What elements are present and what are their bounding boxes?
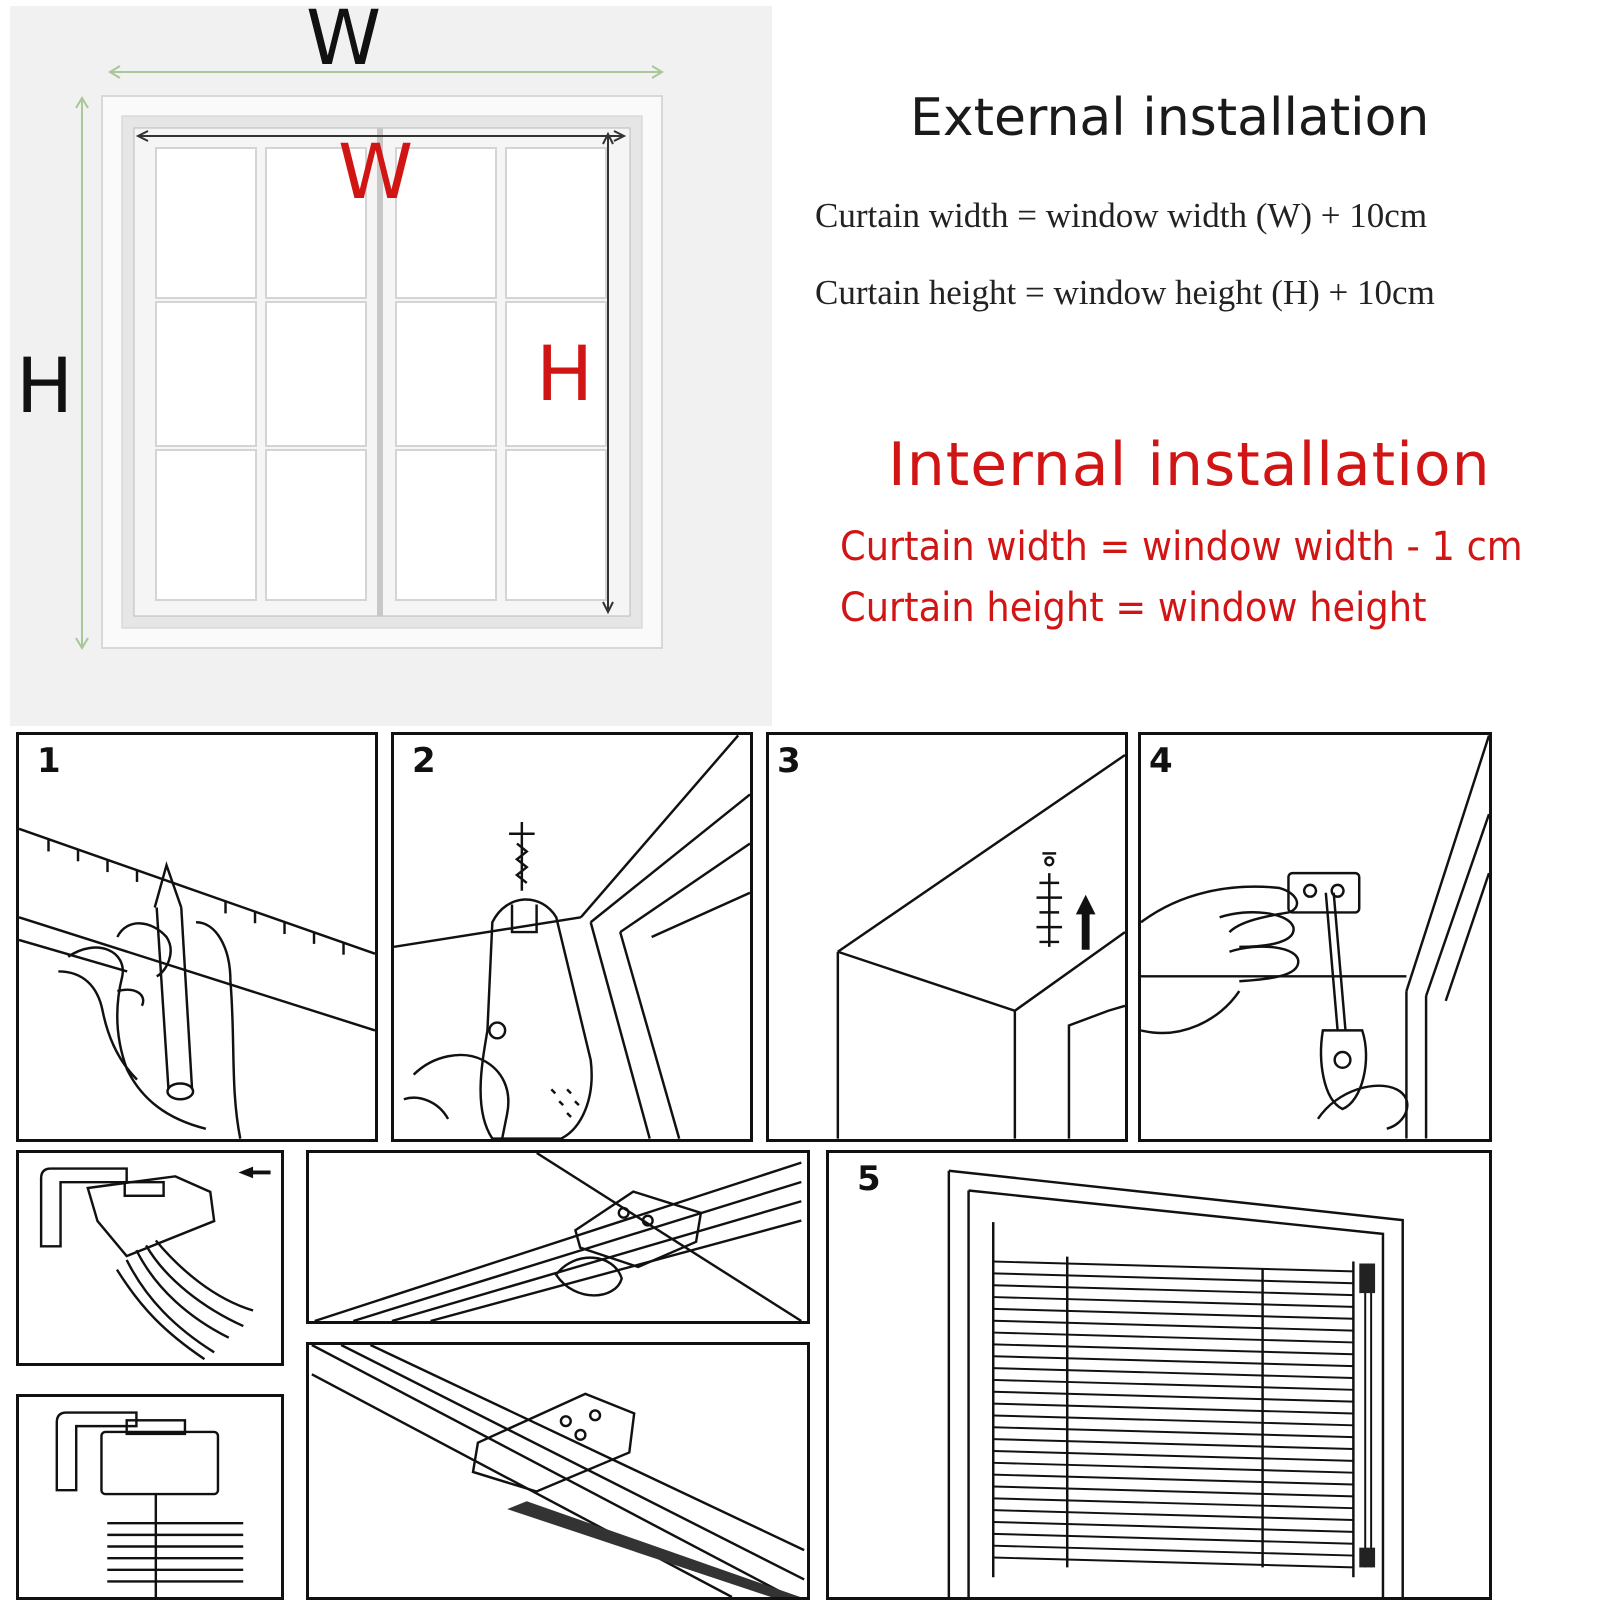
blind-slat xyxy=(993,1497,1354,1510)
step-3-panel: 3 xyxy=(766,732,1128,1142)
rail-clip-bottom-icon xyxy=(311,1345,805,1597)
external-installation-title: External installation xyxy=(910,88,1430,148)
window-illustration xyxy=(75,65,664,650)
blind-slat xyxy=(993,1367,1354,1379)
outer-width-label: W xyxy=(306,0,382,82)
blind-slat xyxy=(993,1272,1354,1285)
bracket-clip-installed-icon xyxy=(55,1411,244,1597)
blind-slat xyxy=(993,1532,1354,1545)
blind-slat xyxy=(993,1473,1354,1486)
inner-width-label: W xyxy=(338,127,414,216)
step-5-panel: 5 xyxy=(826,1150,1492,1600)
step-3-number: 3 xyxy=(777,741,801,781)
external-width-formula: Curtain width = window width (W) + 10cm xyxy=(815,196,1428,235)
bracket-clip-angled-icon xyxy=(39,1166,271,1361)
rail-clip-top-icon xyxy=(314,1153,802,1321)
blind-slat xyxy=(993,1331,1354,1344)
ruler-pencil-marking-icon xyxy=(19,827,375,1139)
external-height-formula: Curtain height = window height (H) + 10c… xyxy=(815,273,1435,312)
blind-slat xyxy=(993,1378,1354,1391)
rail-clip-top-detail-panel xyxy=(306,1150,810,1324)
blind-slat xyxy=(993,1307,1354,1320)
blind-slat xyxy=(993,1296,1354,1308)
step-1-number: 1 xyxy=(37,741,61,781)
step-1-panel: 1 xyxy=(16,732,378,1142)
blind-slat xyxy=(993,1438,1354,1450)
blind-slat xyxy=(993,1509,1354,1522)
internal-height-formula: Curtain height = window height xyxy=(840,585,1427,631)
bracket-clip-detail-panel xyxy=(16,1150,284,1366)
step-2-panel: 2 xyxy=(391,732,753,1142)
internal-width-formula: Curtain width = window width - 1 cm xyxy=(840,524,1523,570)
step-2-number: 2 xyxy=(412,741,436,781)
blind-slat xyxy=(993,1284,1354,1297)
rail-clip-bottom-detail-panel xyxy=(306,1342,810,1600)
screwdriver-bracket-icon xyxy=(1141,735,1489,1139)
installed-blind-icon xyxy=(947,1169,1404,1597)
step-4-panel: 4 xyxy=(1138,732,1492,1142)
outer-height-label: H xyxy=(16,341,74,430)
internal-installation-title: Internal installation xyxy=(888,430,1491,500)
dimension-diagram xyxy=(10,6,772,726)
blind-slat xyxy=(993,1402,1354,1415)
blind-slat xyxy=(993,1461,1354,1474)
drill-ceiling-icon xyxy=(394,735,750,1139)
blind-slat xyxy=(993,1521,1354,1533)
blind-slat xyxy=(993,1343,1354,1356)
blind-slat xyxy=(993,1556,1354,1569)
blind-slat xyxy=(993,1426,1354,1439)
blind-slat xyxy=(993,1414,1354,1427)
blind-slat xyxy=(993,1355,1354,1368)
wall-anchor-insert-icon xyxy=(836,754,1125,1139)
blind-slat xyxy=(993,1449,1354,1462)
blind-slat xyxy=(993,1319,1354,1332)
inner-height-label: H xyxy=(536,329,594,418)
bracket-installed-detail-panel xyxy=(16,1394,284,1600)
step-5-number: 5 xyxy=(857,1159,881,1199)
blind-slat xyxy=(993,1544,1354,1557)
blind-slat xyxy=(993,1390,1354,1403)
blind-slat xyxy=(993,1260,1354,1273)
step-4-number: 4 xyxy=(1149,741,1173,781)
blind-slat xyxy=(993,1485,1354,1498)
